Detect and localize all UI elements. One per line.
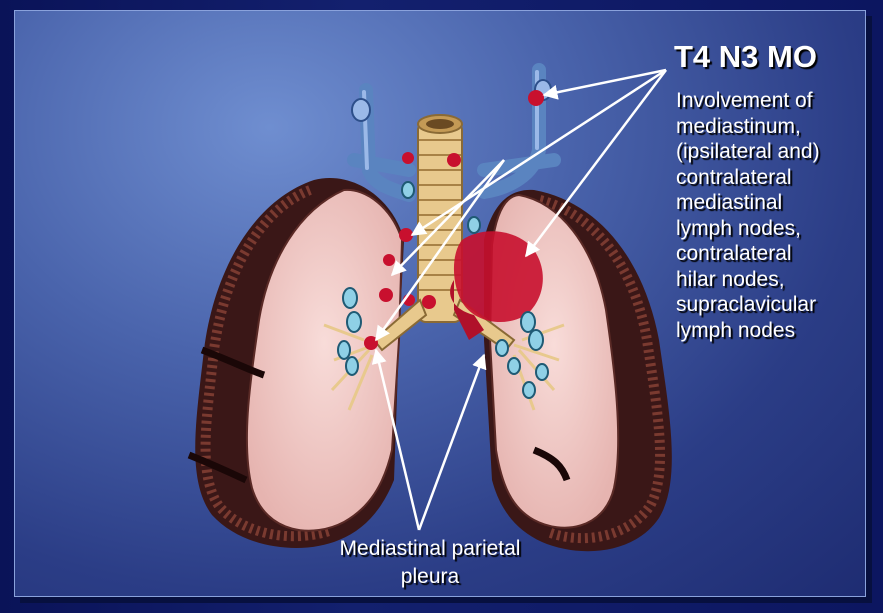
- description-line: (ipsilateral and): [676, 139, 881, 165]
- description-line: hilar nodes,: [676, 267, 881, 293]
- description-line: contralateral: [676, 165, 881, 191]
- vessel-lumen-left: [352, 99, 370, 121]
- caption-line: Mediastinal parietal: [270, 535, 590, 563]
- description-line: lymph nodes,: [676, 216, 881, 242]
- caption-line: pleura: [270, 563, 590, 591]
- description-line: Involvement of: [676, 88, 881, 114]
- arrow-to-right-pleura: [419, 355, 484, 530]
- description-line: supraclavicular: [676, 292, 881, 318]
- description-line: contralateral: [676, 241, 881, 267]
- description-line: mediastinum,: [676, 114, 881, 140]
- staging-title: T4 N3 MO: [674, 40, 817, 74]
- staging-description: Involvement of mediastinum, (ipsilateral…: [676, 88, 881, 343]
- description-line: lymph nodes: [676, 318, 881, 344]
- pleura-caption: Mediastinal parietal pleura: [270, 535, 590, 591]
- description-line: mediastinal: [676, 190, 881, 216]
